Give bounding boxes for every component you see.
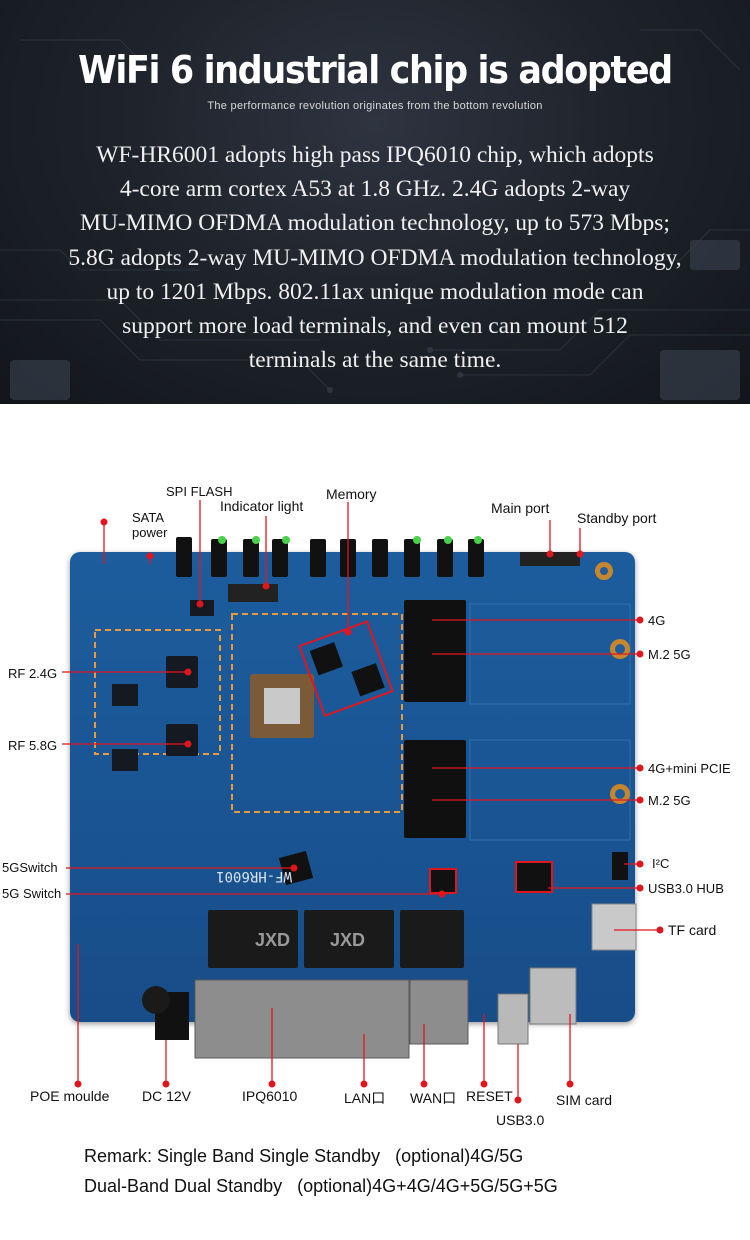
chip-label: JXD <box>255 930 290 950</box>
label-dc-12v: DC 12V <box>142 1088 192 1104</box>
banner-subtitle: The performance revolution originates fr… <box>207 100 543 112</box>
board-components: JXD JXD WF-HR6001 <box>62 500 664 1104</box>
antenna-connectors <box>176 537 484 577</box>
board-silkscreen: WF-HR6001 <box>216 868 292 884</box>
label-spi-flash: SPI FLASH <box>166 484 233 499</box>
label-poe-module: POE moulde <box>30 1088 110 1104</box>
description-line: up to 1201 Mbps. 802.11ax unique modulat… <box>106 278 644 305</box>
label-standby-port: Standby port <box>577 510 657 526</box>
description-line: WF-HR6001 adopts high pass IPQ6010 chip,… <box>96 142 654 168</box>
description-line: MU-MIMO OFDMA modulation technology, up … <box>80 210 670 237</box>
label-reset: RESET <box>466 1088 513 1104</box>
chip-label: JXD <box>330 930 365 950</box>
label-rf-24g: RF 2.4G <box>8 666 58 681</box>
label-m2-5g-1: M.2 5G <box>648 647 691 662</box>
label-tf-card: TF card <box>668 922 717 938</box>
label-i2c: I²C <box>652 856 670 871</box>
label-5g-switch-1: 5GSwitch <box>2 860 58 875</box>
label-usb-hub: USB3.0 HUB <box>648 881 724 896</box>
description-line: 5.8G adopts 2-way MU-MIMO OFDMA modulati… <box>68 244 682 271</box>
label-5g-switch-2: 5G Switch <box>2 886 62 901</box>
description-line: 4-core arm cortex A53 at 1.8 GHz. 2.4G a… <box>119 176 631 203</box>
label-wan: WAN口 <box>410 1090 457 1106</box>
description-line: terminals at the same time. <box>248 347 502 374</box>
description-line: support more load terminals, and even ca… <box>122 313 628 340</box>
callout-dots <box>74 518 664 1104</box>
label-4g-mini-pcie: 4G+mini PCIE <box>648 761 731 776</box>
banner-description: WF-HR6001 adopts high pass IPQ6010 chip,… <box>10 138 740 377</box>
callout-lines <box>62 500 660 1100</box>
label-usb30: USB3.0 <box>496 1112 545 1128</box>
label-ipq6010: IPQ6010 <box>242 1088 298 1104</box>
label-m2-5g-2: M.2 5G <box>648 793 691 808</box>
board-diagram: JXD JXD WF-HR6001 <box>0 404 750 1128</box>
label-sim-card: SIM card <box>556 1092 613 1108</box>
label-sata-line: SATA <box>132 510 165 525</box>
label-power-line: power <box>132 525 168 540</box>
remark-line-2: Dual-Band Dual Standby (optional)4G+4G/4… <box>84 1176 558 1196</box>
label-rf-58g: RF 5.8G <box>8 738 58 753</box>
hero-banner: WiFi 6 industrial chip is adopted The pe… <box>0 0 750 404</box>
pcb-trace-background <box>0 29 750 400</box>
label-lan: LAN口 <box>344 1090 386 1106</box>
banner-title: WiFi 6 industrial chip is adopted <box>78 48 673 92</box>
label-indicator-light: Indicator light <box>220 498 304 514</box>
label-memory: Memory <box>326 486 377 502</box>
remark-line-1: Remark: Single Band Single Standby (opti… <box>84 1146 524 1166</box>
label-4g: 4G <box>648 613 666 628</box>
label-sata-power: SATA power <box>132 510 167 540</box>
label-main-port: Main port <box>491 500 550 516</box>
